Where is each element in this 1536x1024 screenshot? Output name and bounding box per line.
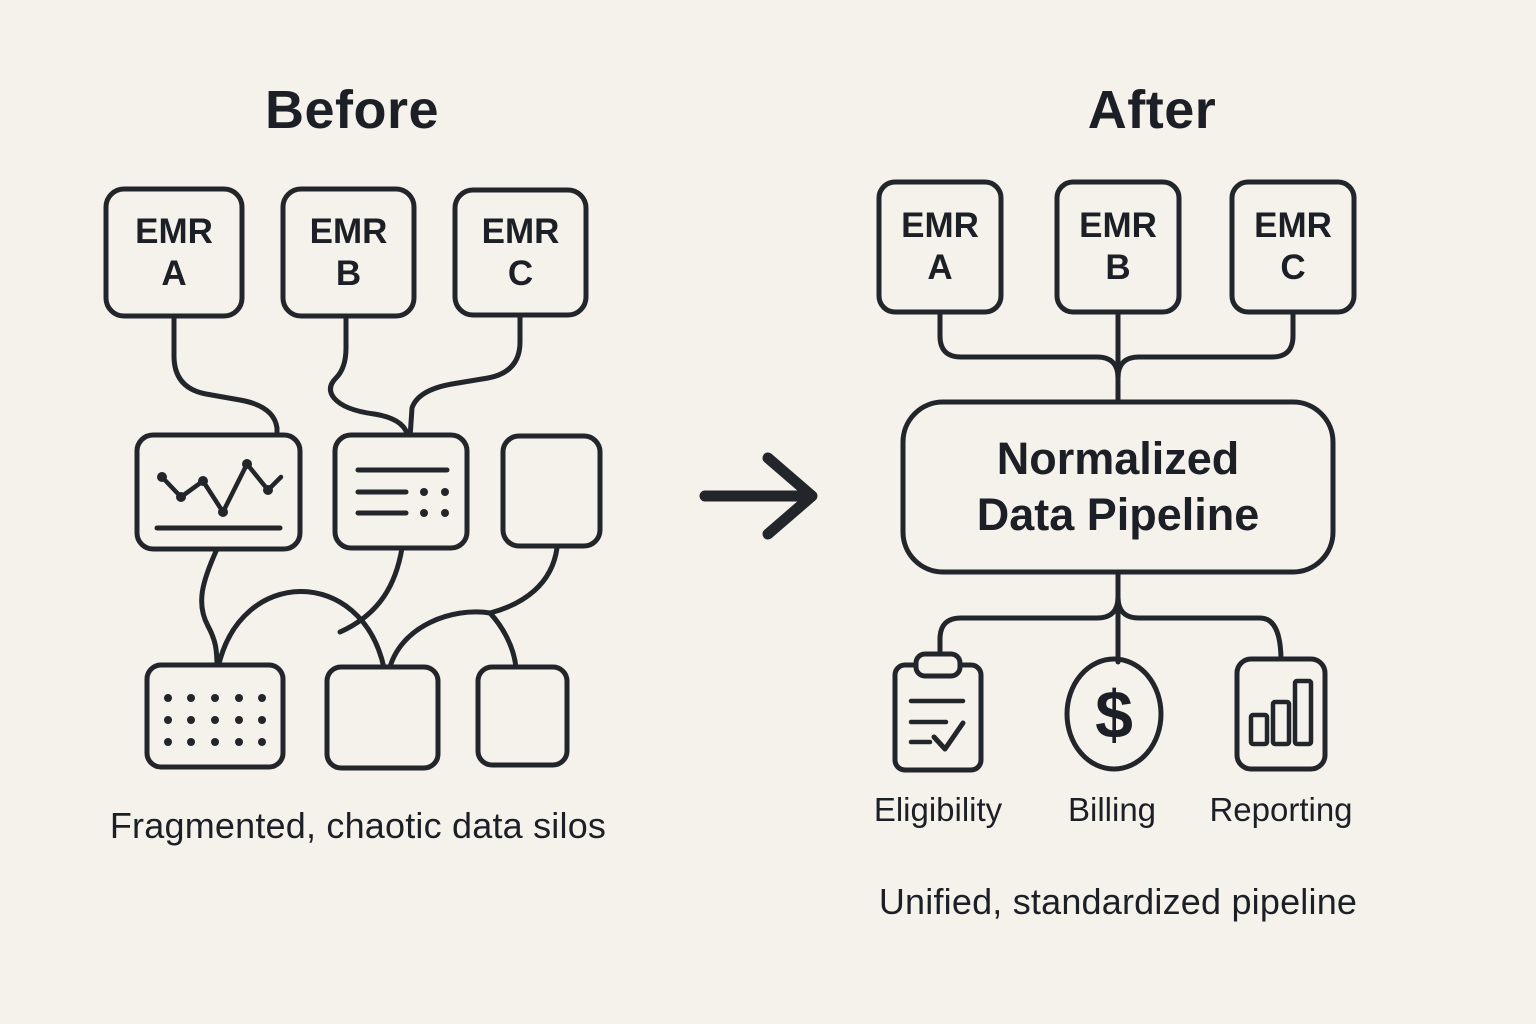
connector-pipeline-to-reporting	[1115, 569, 1284, 664]
bar-chart-icon	[1234, 656, 1328, 772]
before-connectors	[171, 311, 560, 671]
right-arrow-icon	[699, 452, 818, 540]
reporting-label: Reporting	[1209, 791, 1353, 828]
blank-silo-box-3	[475, 664, 570, 768]
before-emr-b-label: EMR B	[283, 189, 414, 316]
after-emr-b-label: EMR B	[1057, 182, 1179, 312]
after-emr-c-box	[1229, 179, 1357, 315]
clipboard-check-icon	[892, 651, 984, 773]
after-emr-a-box	[876, 179, 1004, 315]
emr-label-line2: C	[507, 253, 534, 293]
blank-silo-box-2	[324, 664, 441, 771]
emr-label-line1: EMR	[1079, 206, 1157, 245]
emr-label-line1: EMR	[135, 211, 213, 251]
dot-grid-icon	[164, 694, 266, 746]
after-emr-a-label: EMR A	[879, 182, 1001, 312]
connector-emr-b-to-list	[328, 311, 411, 441]
before-emr-c-box	[452, 187, 589, 318]
emr-label-line2: B	[335, 253, 362, 293]
after-connectors	[937, 309, 1296, 665]
after-emr-b-box	[1054, 179, 1182, 315]
connector-chart-to-dots	[199, 546, 220, 671]
pipeline-box	[900, 399, 1336, 575]
emr-label-line1: EMR	[309, 211, 388, 251]
connector-pipeline-to-eligibility	[937, 569, 1121, 665]
pipeline-label: Normalized Data Pipeline	[903, 402, 1333, 572]
dollar-symbol: $	[1095, 677, 1133, 753]
emr-label-line1: EMR	[901, 206, 979, 245]
after-caption: Unified, standardized pipeline	[878, 881, 1358, 922]
before-emr-a-label: EMR A	[106, 189, 242, 316]
connector-emr-c-to-list	[407, 311, 523, 441]
emr-label-line1: EMR	[481, 211, 560, 251]
pipeline-label-line1: Normalized	[996, 432, 1240, 484]
connector-after-emr-c	[1115, 309, 1296, 381]
before-emr-b-box	[280, 186, 417, 319]
emr-label-line2: B	[1105, 248, 1131, 287]
emr-label-line2: C	[1280, 248, 1306, 287]
connector-emr-a-to-chart	[171, 311, 280, 441]
before-title: Before	[264, 80, 440, 140]
dollar-circle-icon: $	[1064, 656, 1164, 772]
billing-label: Billing	[1067, 791, 1157, 828]
after-title: After	[1087, 80, 1217, 140]
connector-after-emr-a	[937, 309, 1121, 407]
list-icon	[355, 467, 450, 517]
connector-blank-to-bottom-right	[487, 545, 560, 671]
before-emr-c-label: EMR C	[455, 190, 586, 315]
after-emr-c-label: EMR C	[1232, 182, 1354, 312]
blank-silo-box-1	[500, 433, 603, 549]
line-chart-icon	[154, 459, 284, 531]
connector-middle-up-right-arc	[387, 609, 493, 670]
emr-label-line1: EMR	[1254, 206, 1332, 245]
chart-silo-box	[134, 432, 303, 552]
connector-arc-dots-to-middle	[215, 589, 387, 671]
emr-label-line2: A	[161, 253, 187, 293]
connector-list-loose-end	[337, 545, 405, 635]
eligibility-label: Eligibility	[873, 791, 1003, 828]
before-caption: Fragmented, chaotic data silos	[109, 805, 607, 846]
emr-label-line2: A	[927, 248, 953, 287]
pipeline-label-line2: Data Pipeline	[976, 489, 1260, 540]
before-emr-a-box	[103, 186, 245, 319]
